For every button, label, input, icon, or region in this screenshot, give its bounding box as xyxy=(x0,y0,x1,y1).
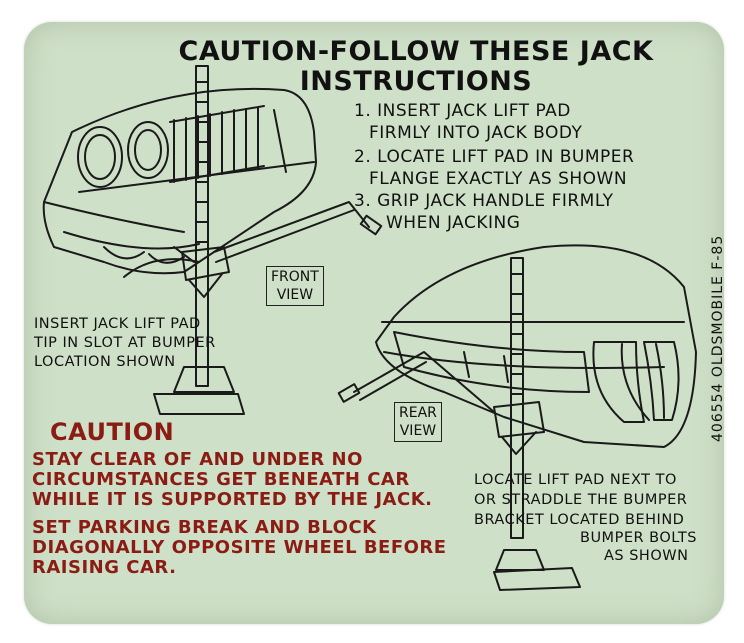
caution-line-3: WHILE IT IS SUPPORTED BY THE JACK. xyxy=(32,489,433,510)
rear-view-label-line-2: VIEW xyxy=(399,423,437,439)
front-jack-illustration xyxy=(153,65,245,415)
caution-heading: CAUTION xyxy=(50,418,175,446)
rear-note-line-4: BUMPER BOLTS xyxy=(580,530,697,546)
rear-view-label: REAR VIEW xyxy=(394,402,442,442)
front-note-line-1: INSERT JACK LIFT PAD xyxy=(34,316,201,332)
step-2-line-1: 2. LOCATE LIFT PAD IN BUMPER xyxy=(354,147,635,167)
rear-car-illustration xyxy=(337,244,697,448)
rear-note-line-5: AS SHOWN xyxy=(604,548,689,564)
caution-line-1: STAY CLEAR OF AND UNDER NO xyxy=(32,449,363,470)
title-line-2: INSTRUCTIONS xyxy=(299,66,533,97)
front-note-line-3: LOCATION SHOWN xyxy=(34,354,176,370)
front-note-line-2: TIP IN SLOT AT BUMPER xyxy=(34,335,216,351)
front-view-label-line-2: VIEW xyxy=(276,287,314,303)
caution-line-6: RAISING CAR. xyxy=(32,557,177,578)
jack-illustrations xyxy=(42,65,697,591)
step-3-line-2: WHEN JACKING xyxy=(386,213,521,233)
title-line-1: CAUTION-FOLLOW THESE JACK xyxy=(178,36,654,67)
jack-instructions-decal: CAUTION-FOLLOW THESE JACK INSTRUCTIONS 1… xyxy=(24,22,724,624)
rear-view-label-line-1: REAR xyxy=(399,405,437,421)
front-car-illustration xyxy=(42,87,383,278)
front-view-label: FRONT VIEW xyxy=(266,266,324,306)
step-2-line-2: FLANGE EXACTLY AS SHOWN xyxy=(369,169,628,189)
step-3-line-1: 3. GRIP JACK HANDLE FIRMLY xyxy=(354,191,614,211)
caution-line-4: SET PARKING BREAK AND BLOCK xyxy=(32,517,377,538)
rear-note-line-3: BRACKET LOCATED BEHIND xyxy=(474,512,685,528)
caution-line-5: DIAGONALLY OPPOSITE WHEEL BEFORE xyxy=(32,537,447,558)
part-number: 406554 OLDSMOBILE F-85 xyxy=(710,234,724,442)
front-view-label-line-1: FRONT xyxy=(271,269,319,285)
step-1-line-1: 1. INSERT JACK LIFT PAD xyxy=(354,101,571,121)
caution-line-2: CIRCUMSTANCES GET BENEATH CAR xyxy=(32,469,410,490)
step-1-line-2: FIRMLY INTO JACK BODY xyxy=(369,123,583,143)
rear-note-line-1: LOCATE LIFT PAD NEXT TO xyxy=(474,472,677,488)
rear-note-line-2: OR STRADDLE THE BUMPER xyxy=(474,492,688,508)
rear-jack-illustration xyxy=(493,257,581,591)
